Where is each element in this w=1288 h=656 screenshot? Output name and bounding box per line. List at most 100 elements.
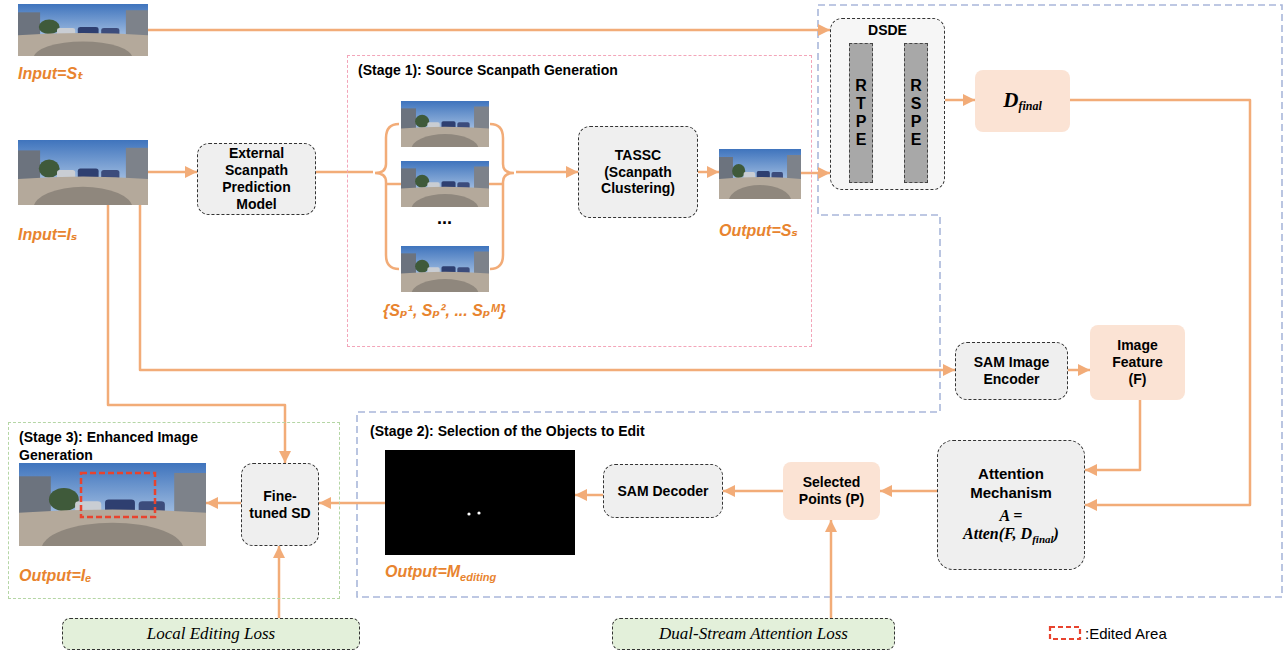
connector [801, 172, 830, 175]
stage-title: (Stage 3): Enhanced Image Generation [19, 429, 234, 464]
connector [880, 490, 937, 493]
image-panel: Input=Sₜ [18, 4, 148, 56]
connector [206, 502, 241, 505]
panorama-thumbnail [401, 246, 489, 292]
panorama-thumbnail [719, 149, 801, 199]
scanpath-group: ... {Sₚ¹, Sₚ², ... Sₚᴹ} [373, 96, 516, 326]
panorama-thumbnail [19, 463, 206, 546]
stage-title-wrap: (Stage 2): Selection of the Objects to E… [370, 423, 770, 441]
tree [39, 20, 60, 35]
scanpath-thumbnail [401, 246, 489, 292]
image-panel: Output=Sₛ [719, 149, 801, 199]
building [401, 108, 416, 130]
road [34, 187, 133, 205]
scanpath-thumbnail [401, 161, 489, 207]
mask-dot [477, 511, 480, 514]
connector [830, 520, 833, 618]
road [412, 194, 479, 207]
formula-line: Atten(F, Dfinal) [963, 525, 1059, 545]
image-label: Input=Sₜ [18, 64, 83, 83]
process-label: TASSC (Scanpath Clustering) [597, 147, 679, 197]
formula-symbol: D [1003, 88, 1018, 112]
connector [108, 205, 285, 463]
attention-box: Attention Mechanism A =Atten(F, Dfinal) [937, 440, 1085, 570]
process-box: Image Feature (F) [1090, 325, 1185, 400]
stage-region: (Stage 1): Source Scanpath Generation...… [347, 55, 812, 347]
connector [945, 99, 975, 102]
connector [723, 490, 783, 493]
building [18, 12, 40, 37]
tree [415, 115, 429, 128]
stage-region: (Stage 3): Enhanced Image GenerationOutp… [8, 422, 340, 599]
tree [415, 175, 429, 188]
image-label-text: Input=Sₜ [18, 65, 83, 82]
image-label-text: Output=Sₛ [719, 222, 798, 239]
tree [415, 260, 429, 273]
mask-dot [467, 512, 470, 515]
building [401, 168, 416, 190]
loss-text: Dual-Stream Attention Loss [659, 624, 848, 644]
tree [49, 488, 79, 511]
legend-swatch [1048, 624, 1082, 642]
process-box: Selected Points (P) [783, 462, 880, 520]
road [729, 185, 791, 199]
road [412, 279, 479, 292]
building [401, 253, 416, 275]
ellipsis-wrap: ... [373, 208, 516, 229]
stage-title: (Stage 1): Source Scanpath Generation [358, 62, 758, 80]
tree [732, 164, 745, 178]
stage2-outline [357, 5, 1282, 597]
image-label: Output=Iₑ [19, 567, 92, 585]
building [474, 107, 489, 131]
building [18, 150, 40, 181]
connector [148, 171, 197, 174]
building [126, 10, 148, 37]
formula-line: Dfinal [1003, 88, 1042, 115]
connector [140, 205, 955, 370]
edited-area-sample [1050, 627, 1080, 639]
image-label: Output=Mediting [385, 563, 496, 583]
stage-title: (Stage 2): Selection of the Objects to E… [370, 423, 770, 441]
connector [698, 171, 719, 174]
feature-box: Dfinal [975, 70, 1070, 132]
process-box: TASSC (Scanpath Clustering) [578, 126, 698, 218]
building [474, 252, 489, 276]
tree [39, 160, 60, 178]
module-box: DSDERTPERSPE [830, 18, 945, 190]
connector [316, 171, 373, 174]
connector [148, 29, 830, 32]
bracket [375, 124, 399, 269]
edited-area-box [81, 473, 155, 517]
mask-dots [385, 450, 575, 555]
formula-text: ) [1054, 525, 1059, 542]
connector [319, 502, 385, 505]
attention-title: Attention Mechanism [946, 465, 1076, 503]
formula-line: A = [1000, 507, 1023, 525]
group-label: {Sₚ¹, Sₚ², ... Sₚᴹ} [383, 301, 506, 320]
building [787, 155, 801, 181]
road [412, 134, 479, 147]
panorama-thumbnail [18, 4, 148, 56]
formula-subscript: final [1018, 99, 1041, 113]
image-label-subscript: editing [460, 571, 496, 583]
bracket [488, 183, 503, 186]
process-label: Image Feature (F) [1102, 337, 1173, 387]
connector [1085, 400, 1140, 470]
connector [1070, 100, 1250, 505]
panorama-thumbnail [401, 161, 489, 207]
vertical-label: RSPE [908, 77, 924, 149]
image-label: Input=Iₛ [18, 225, 77, 244]
connector [278, 546, 281, 618]
stage-title-wrap: (Stage 1): Source Scanpath Generation [358, 62, 758, 80]
process-label: Fine-tuned SD [248, 488, 312, 522]
vertical-label: RTPE [853, 77, 869, 149]
sub-module-bar: RSPE [904, 43, 928, 183]
building [126, 148, 148, 182]
road [41, 523, 183, 546]
image-label: Output=Sₛ [719, 221, 798, 240]
building [19, 476, 51, 516]
image-label-text: Input=Iₛ [18, 226, 77, 243]
formula-text: Atten(F, D [963, 525, 1032, 542]
panorama-thumbnail [401, 101, 489, 147]
